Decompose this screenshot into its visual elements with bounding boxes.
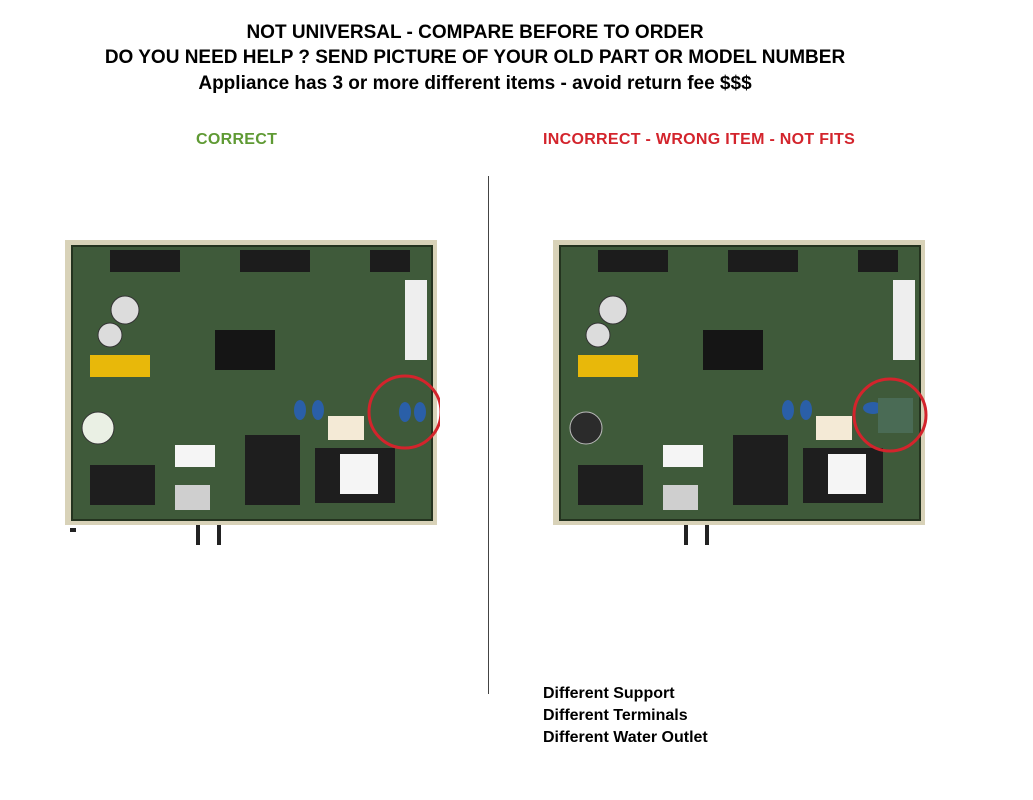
incorrect-label: INCORRECT - WRONG ITEM - NOT FITS xyxy=(543,131,856,148)
header-line-1: NOT UNIVERSAL - COMPARE BEFORE TO ORDER xyxy=(246,22,704,43)
header-line-3: Appliance has 3 or more different items … xyxy=(198,73,752,94)
header-line-2: DO YOU NEED HELP ? SEND PICTURE OF YOUR … xyxy=(104,47,846,68)
difference-terminals: Different Terminals xyxy=(543,707,688,724)
differences-list: Different Support Different Terminals Di… xyxy=(543,683,708,749)
difference-water-outlet: Different Water Outlet xyxy=(543,729,708,746)
board-illustration xyxy=(553,240,928,545)
difference-support: Different Support xyxy=(543,685,675,702)
correct-label: CORRECT xyxy=(196,131,278,148)
board-illustration xyxy=(65,240,440,545)
correct-board-image xyxy=(60,240,440,545)
center-divider xyxy=(488,176,489,694)
incorrect-board-image xyxy=(548,240,928,545)
